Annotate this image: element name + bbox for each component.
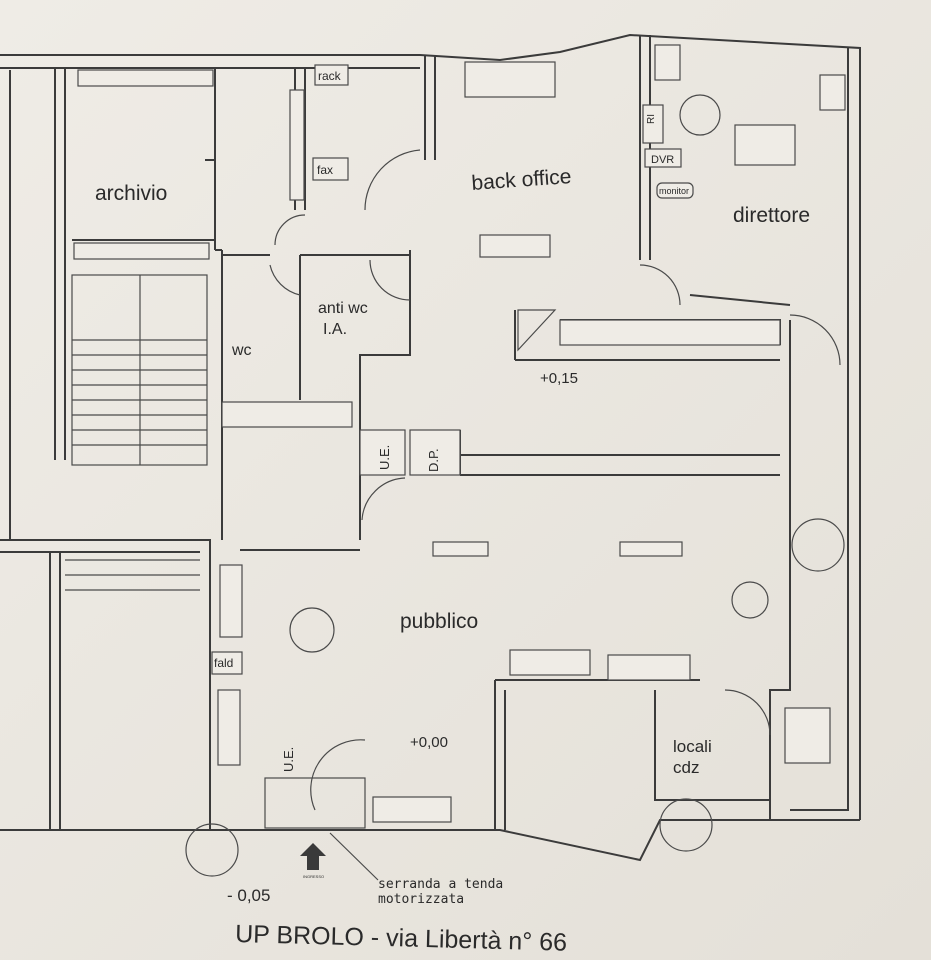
dvr-label: DVR (651, 154, 674, 166)
room-anti-wc-sub: I.A. (323, 321, 347, 338)
room-back-office: back office (471, 165, 572, 195)
level-counter: +0,15 (540, 370, 578, 387)
annotation-line1: serranda a tenda (378, 877, 503, 892)
room-archivio: archivio (95, 182, 167, 205)
ri-label: RI (646, 114, 657, 124)
entrance-arrow-icon (300, 843, 326, 870)
annotation-line2: motorizzata (378, 892, 464, 907)
plan-title: UP BROLO - via Libertà n° 66 (235, 920, 568, 957)
door-swings (264, 149, 841, 829)
rack-label: rack (318, 69, 342, 83)
room-pubblico: pubblico (400, 610, 478, 633)
ingresso-label: INGRESSO (303, 874, 324, 879)
level-outside: - 0,05 (227, 886, 270, 905)
dp-label: D.P. (426, 448, 441, 472)
room-anti-wc: anti wc (318, 300, 368, 317)
room-cdz: cdz (673, 758, 699, 777)
monitor-label: monitor (659, 186, 689, 196)
level-floor: +0,00 (410, 734, 448, 751)
fax-label: fax (317, 163, 333, 177)
shelving (73, 44, 846, 764)
room-direttore: direttore (733, 204, 810, 227)
room-wc: wc (231, 342, 252, 359)
fald-label: fald (214, 656, 233, 670)
cameras (185, 94, 845, 877)
room-locali: locali (673, 737, 712, 756)
staircase (65, 274, 208, 591)
ue-top-label: U.E. (377, 445, 392, 470)
ue-bottom-label: U.E. (281, 747, 296, 772)
waiting-chairs (217, 564, 691, 823)
walls (0, 33, 861, 862)
